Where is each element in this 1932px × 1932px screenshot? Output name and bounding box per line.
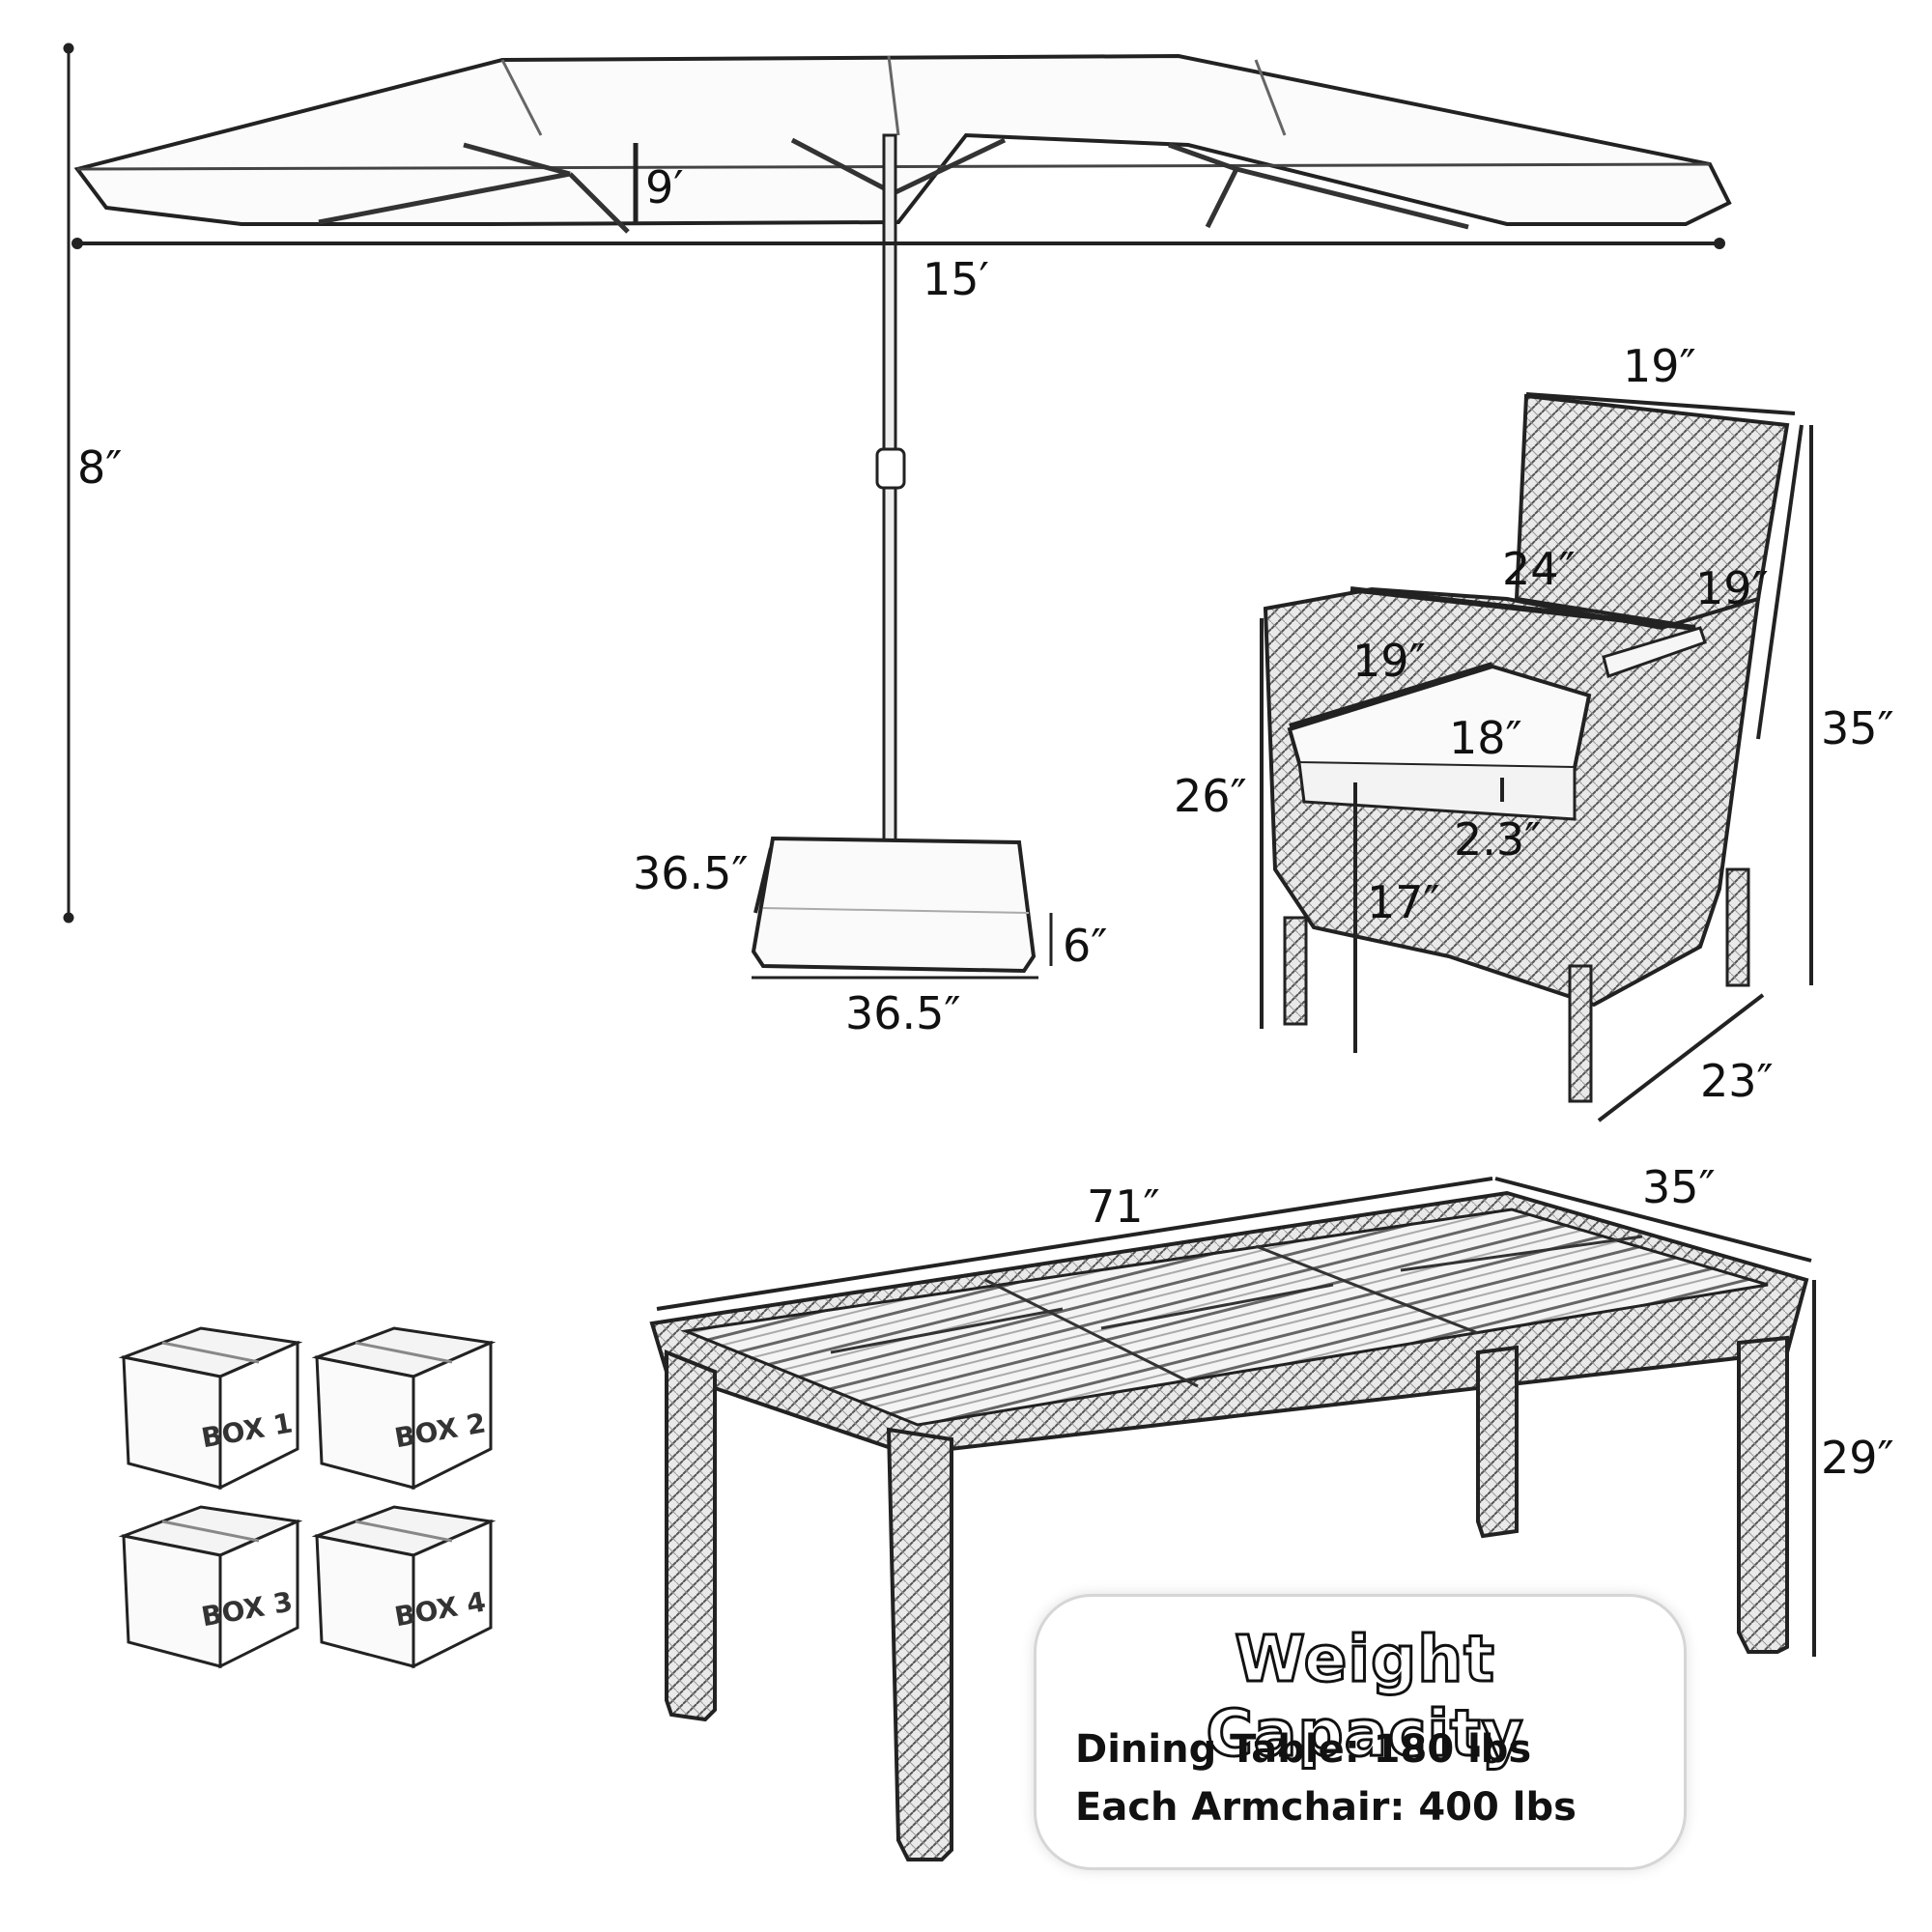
umbrella-crank (875, 447, 906, 490)
table-top-slats (680, 1208, 1769, 1427)
base-width-label: 36.5″ (845, 987, 961, 1039)
base-height-label: 6″ (1063, 920, 1107, 972)
umbrella-drop-label: 9′ (645, 161, 684, 213)
armchair-depth-line (1597, 993, 1765, 1122)
box-3: BOX 3 (118, 1505, 303, 1669)
umbrella-canopy (73, 53, 1732, 226)
armchair-overall-width-line (1350, 586, 1696, 631)
armchair-armrest (1602, 626, 1707, 678)
weight-capacity-title: Weight Capacity (1205, 1621, 1524, 1773)
umbrella-width-label: 15′ (923, 253, 989, 305)
weight-capacity-chair-line: Each Armchair: 400 lbs (1075, 1785, 1577, 1830)
package-boxes: BOX 1 BOX 2 BOX 3 BOX 4 (118, 1326, 497, 1669)
armchair-overall-width-label: 24″ (1502, 543, 1576, 595)
armchair-seat-width-label: 18″ (1449, 712, 1522, 764)
box-4: BOX 4 (311, 1505, 497, 1669)
umbrella-ribs (318, 137, 1469, 234)
armchair-overall-height-label: 35″ (1821, 702, 1894, 754)
armchair: 19″ 24″ 19″ 19″ 18″ 2.3″ 17″ 26″ 35″ 23″ (1174, 340, 1894, 1122)
weight-capacity-table-line: Dining Table: 180 lbs (1075, 1727, 1532, 1772)
armchair-cushion-label: 2.3″ (1454, 813, 1541, 866)
umbrella: 8″ 15′ 9′ 36.5″ 36.5″ 6″ (63, 43, 1732, 1039)
table-height-label: 29″ (1821, 1432, 1894, 1484)
armchair-seat-depth-label: 19″ (1352, 635, 1426, 687)
umbrella-height-label: 8″ (77, 441, 122, 494)
table-length-label: 71″ (1087, 1180, 1160, 1233)
armchair-back-width-label: 19″ (1623, 340, 1696, 392)
umbrella-width-dimension (71, 238, 1725, 249)
table-width-line (1494, 1177, 1812, 1263)
armchair-seat-depth-line (1289, 662, 1493, 729)
armchair-arm-height-line (1756, 424, 1804, 740)
armchair-arm-floor-label: 26″ (1174, 770, 1247, 822)
umbrella-base (751, 836, 1037, 974)
table-width-label: 35″ (1642, 1161, 1716, 1213)
armchair-back-width-line (1525, 392, 1796, 415)
armchair-legs (1283, 867, 1750, 1103)
box-1: BOX 1 (118, 1326, 303, 1491)
table-legs (665, 1335, 1789, 1861)
table-length-line (656, 1177, 1493, 1311)
weight-capacity-card: Weight Capacity Dining Table: 180 lbs Ea… (1034, 1594, 1687, 1870)
armchair-seat-height-label: 17″ (1367, 876, 1440, 928)
umbrella-height-dimension (63, 43, 74, 923)
base-depth-label: 36.5″ (633, 847, 749, 899)
armchair-depth-label: 23″ (1700, 1055, 1774, 1107)
box-2: BOX 2 (311, 1326, 497, 1491)
armchair-arm-height-label: 19″ (1695, 562, 1769, 614)
dining-table: 71″ 35″ 29″ (649, 1161, 1894, 1861)
base-depth-dimension (753, 847, 773, 914)
